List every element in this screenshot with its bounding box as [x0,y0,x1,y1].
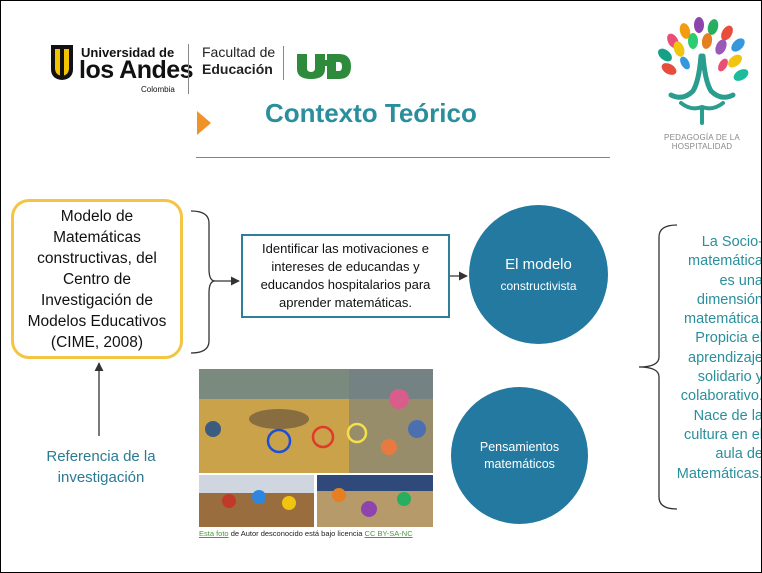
logo-divider [283,46,284,80]
objective-box: Identificar las motivaciones e intereses… [241,234,450,318]
right-brace [638,224,678,510]
university-country: Colombia [141,85,175,94]
objective-text: Identificar las motivaciones e intereses… [260,241,431,310]
constructivist-model-circle: El modelo constructivista [469,205,608,344]
classroom-photo [199,369,433,527]
model-description-text: Modelo de Matemáticas constructivas, del… [27,207,167,351]
ud-logo-icon [297,54,351,79]
sociomathematics-text: La Socio- matemática es una dimensión ma… [661,233,762,484]
ud-logo [295,51,355,81]
constructivist-line1: El modelo [505,255,572,273]
license-link[interactable]: CC BY-SA-NC [364,529,413,538]
sociomath-line: aprendizaje [688,349,762,366]
sociomath-line: matemática [688,253,762,270]
pedagogia-hospitalidad-logo: PEDAGOGÍA DE LA HOSPITALIDAD [643,11,761,151]
logo-divider [188,44,189,94]
pedagogy-caption: PEDAGOGÍA DE LA HOSPITALIDAD [664,133,740,151]
mathematical-thinking-circle: Pensamientos matemáticos [451,387,588,524]
sociomath-line: La Socio- [701,234,762,250]
universidad-de-los-andes-logo: Universidad de los Andes Colombia [49,43,194,95]
thinking-line2: matemáticos [484,456,555,471]
andes-shield-icon [51,45,73,80]
left-brace [190,210,216,354]
sociomath-line: Matemáticas. [676,465,762,482]
sociomath-line: dimensión [696,291,762,308]
model-description-box: Modelo de Matemáticas constructivas, del… [11,199,183,359]
photo-link[interactable]: Esta foto [199,529,229,538]
sociomath-line: matemática. [684,311,762,328]
faculty-line1: Facultad de [202,44,276,60]
sociomath-line: Propicia el [695,330,762,347]
photo-caption: Esta foto de Autor desconocido está bajo… [199,529,413,538]
sociomath-line: aula de [715,446,762,463]
thinking-line1: Pensamientos [479,439,560,454]
sociomath-line: solidario y [697,369,762,386]
sociomath-line: colaborativo. [680,388,762,405]
sociomath-line: Nace de la [693,407,762,424]
university-name-line1: Universidad de [81,45,175,60]
sociomath-line: cultura en el [684,426,762,443]
research-reference-label: Referencia de la investigación [46,448,156,486]
university-name-line2: los Andes [79,56,194,84]
faculty-line2: Educación [202,61,273,77]
photo-caption-text: de Autor desconocido está bajo licencia [228,529,365,538]
sociomath-line: es una [719,272,762,289]
title-arrow-icon [197,111,211,135]
tree-hands-icon [658,17,749,125]
faculty-logo: Facultad de Educación [202,44,282,78]
page-title: Contexto Teórico [265,98,477,128]
constructivist-line2: constructivista [500,278,577,293]
title-divider [196,157,610,158]
